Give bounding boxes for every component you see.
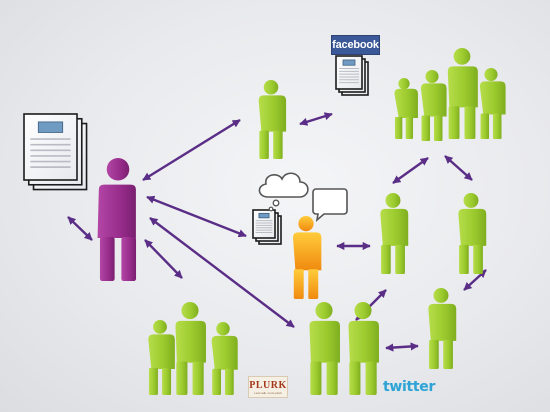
person-icon bbox=[394, 78, 418, 139]
document-stack-icon bbox=[335, 55, 369, 96]
document-stacks bbox=[23, 55, 369, 245]
double-arrow-icon bbox=[392, 157, 429, 184]
central-person-icon bbox=[97, 158, 137, 281]
person-icon bbox=[348, 302, 379, 395]
twitter-label: twitter bbox=[382, 379, 436, 395]
twitter-badge: twitter bbox=[380, 378, 438, 396]
connection-arrows bbox=[67, 112, 487, 352]
plurk-badge: PLURK Less talk, more plurk bbox=[248, 376, 288, 398]
plurk-tagline: Less talk, more plurk bbox=[254, 391, 282, 395]
plurk-label: PLURK bbox=[249, 380, 287, 391]
double-arrow-icon bbox=[142, 118, 241, 182]
highlighted-person-icon bbox=[293, 216, 322, 299]
facebook-label: facebook bbox=[332, 39, 379, 51]
person-icon bbox=[479, 68, 506, 139]
person-icon bbox=[420, 70, 447, 141]
double-arrow-icon bbox=[144, 239, 183, 279]
person-icon bbox=[458, 193, 487, 274]
double-arrow-icon bbox=[444, 155, 473, 181]
double-arrow-icon bbox=[67, 216, 93, 241]
person-icon bbox=[309, 302, 340, 395]
cloud-icon bbox=[258, 172, 309, 212]
speech-bubble-icon bbox=[312, 188, 348, 223]
double-arrow-icon bbox=[385, 342, 419, 352]
person-icon bbox=[148, 320, 175, 395]
person-icon bbox=[211, 322, 238, 395]
document-stack-icon bbox=[252, 209, 282, 245]
facebook-badge: facebook bbox=[331, 35, 380, 55]
person-icon bbox=[258, 80, 287, 159]
document-stack-icon bbox=[23, 113, 88, 191]
person-icon bbox=[175, 302, 206, 395]
person-icon bbox=[447, 48, 478, 139]
double-arrow-icon bbox=[299, 112, 333, 126]
people bbox=[97, 48, 506, 395]
person-icon bbox=[428, 288, 457, 369]
double-arrow-icon bbox=[149, 217, 295, 328]
person-icon bbox=[380, 193, 409, 274]
double-arrow-icon bbox=[146, 195, 247, 238]
